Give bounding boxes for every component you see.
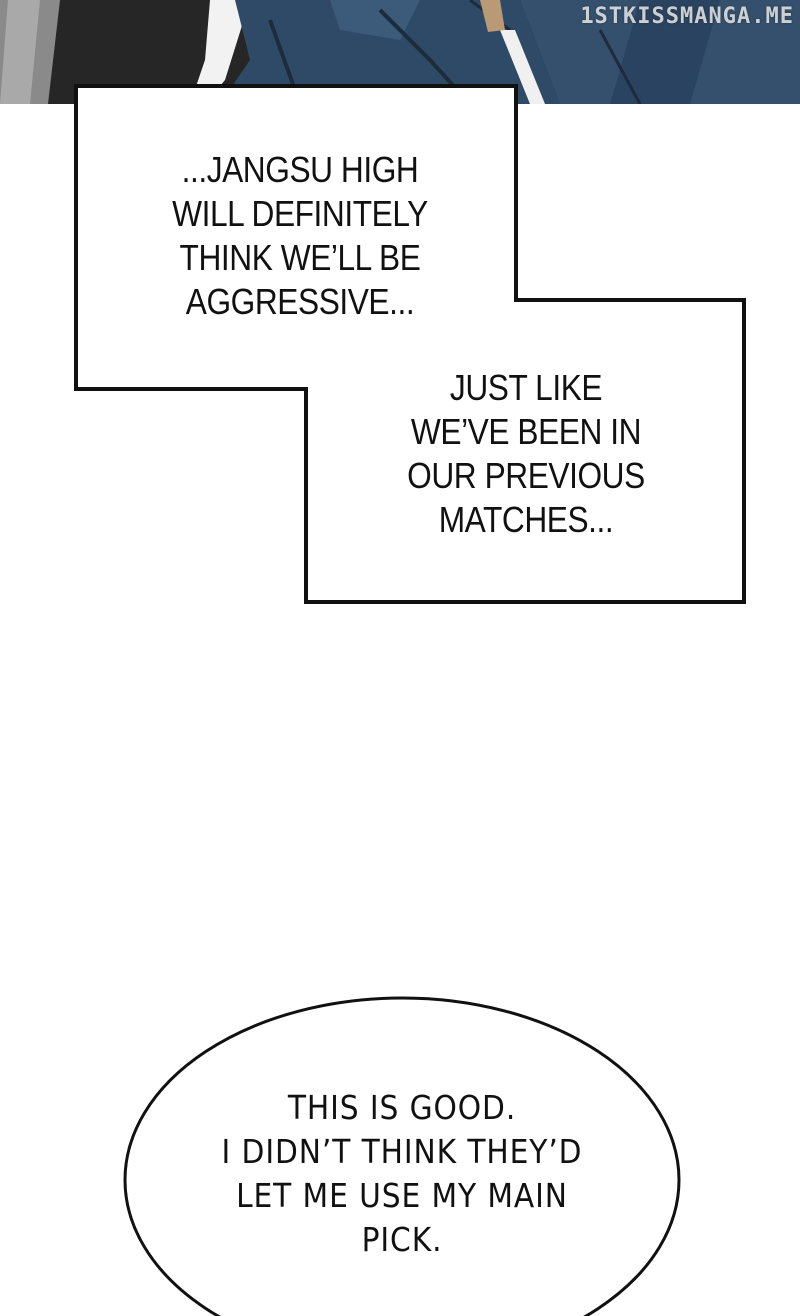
speech-bubble: THIS IS GOOD. I DIDN’T THINK THEY’D LET … bbox=[122, 996, 682, 1316]
narration-line: OUR PREVIOUS bbox=[407, 455, 645, 496]
narration-line: THINK WE’LL BE bbox=[179, 237, 421, 278]
speech-line: LET ME USE MY MAIN bbox=[236, 1176, 568, 1215]
narration-line: AGGRESSIVE... bbox=[185, 281, 415, 322]
speech-bubble-outline bbox=[123, 996, 681, 1316]
speech-bubble-text: THIS IS GOOD. I DIDN’T THINK THEY’D LET … bbox=[177, 1086, 627, 1262]
top-panel-art: 1STKISSMANGA.ME bbox=[0, 0, 800, 104]
site-watermark: 1STKISSMANGA.ME bbox=[580, 4, 794, 29]
narration-line: WE’VE BEEN IN bbox=[410, 411, 642, 452]
speech-line: THIS IS GOOD. bbox=[287, 1088, 517, 1127]
narration-box-outline bbox=[74, 84, 746, 604]
narration-box: ...JANGSU HIGH WILL DEFINITELY THINK WE’… bbox=[0, 0, 800, 620]
narration-line: WILL DEFINITELY bbox=[172, 193, 428, 234]
speech-line: PICK. bbox=[361, 1220, 443, 1259]
character-illustration bbox=[0, 0, 800, 104]
narration-line: JUST LIKE bbox=[449, 367, 603, 408]
narration-text-lower: JUST LIKE WE’VE BEEN IN OUR PREVIOUS MAT… bbox=[376, 366, 675, 542]
narration-line: MATCHES... bbox=[438, 499, 614, 540]
narration-text-upper: ...JANGSU HIGH WILL DEFINITELY THINK WE’… bbox=[142, 148, 459, 324]
narration-line: ...JANGSU HIGH bbox=[181, 149, 419, 190]
speech-line: I DIDN’T THINK THEY’D bbox=[221, 1132, 583, 1171]
